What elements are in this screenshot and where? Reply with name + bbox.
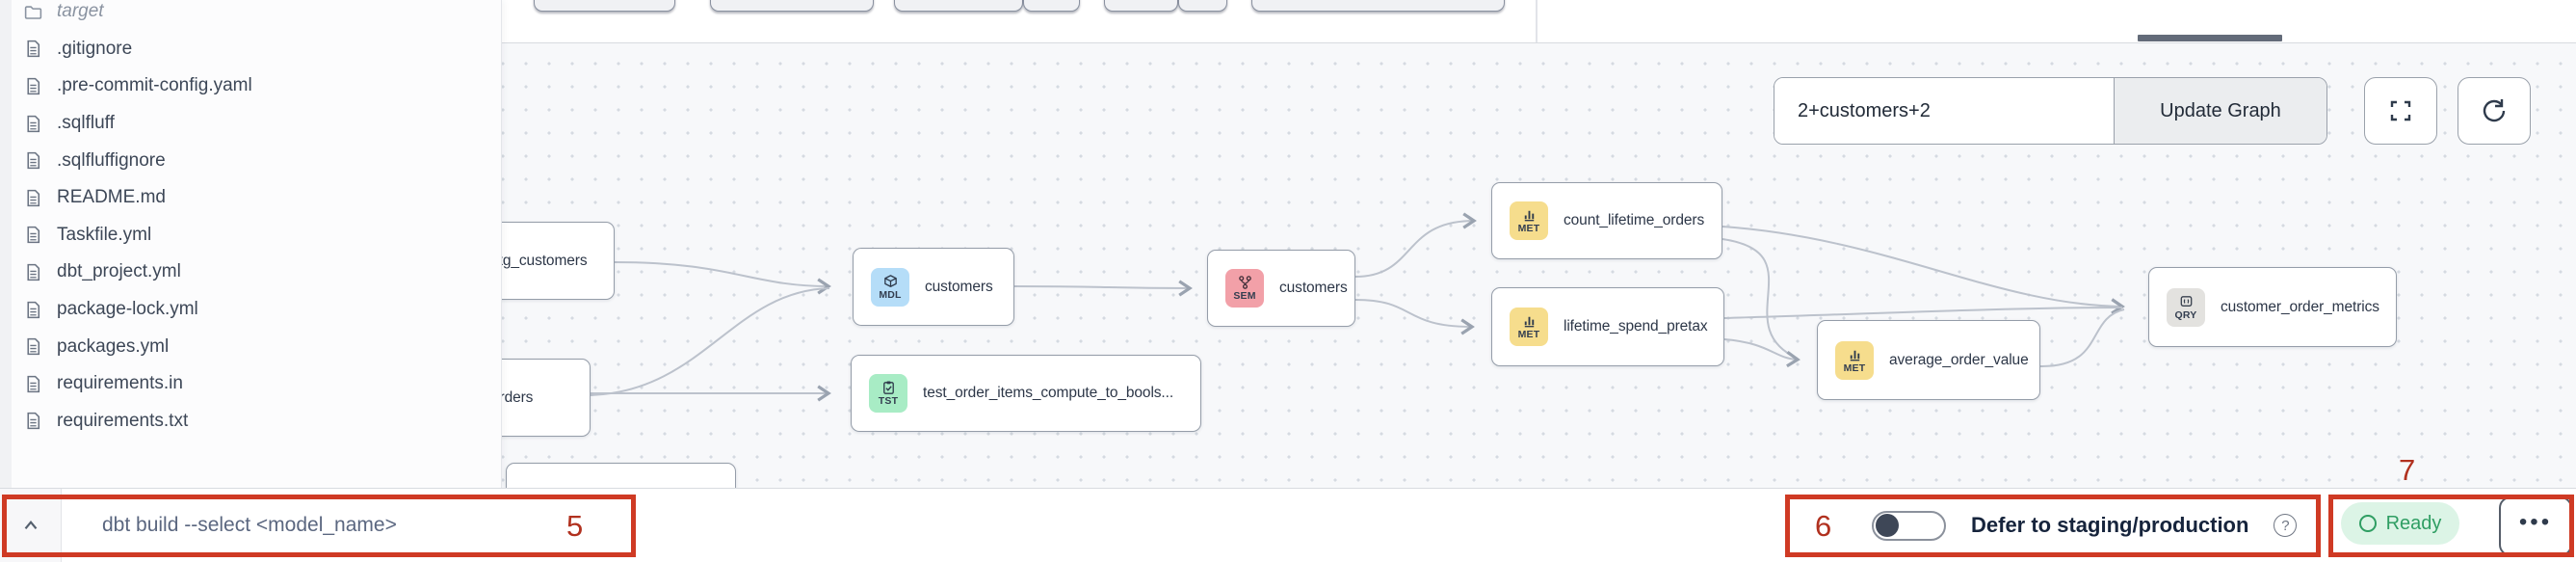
- node-label: customers: [1279, 280, 1348, 296]
- node-label: stg_customers: [491, 252, 588, 269]
- semantic-icon: SEM: [1225, 269, 1264, 308]
- file-icon: [27, 337, 40, 356]
- file-icon: [27, 152, 40, 170]
- defer-label: Defer to staging/production: [1971, 513, 2249, 537]
- command-bar: dbt build --select <model_name> Defer to…: [0, 488, 2576, 562]
- fullscreen-icon: [2390, 100, 2411, 121]
- node-label: test_order_items_compute_to_bools...: [923, 385, 1174, 401]
- metric-icon: MET: [1510, 308, 1548, 346]
- file-icon: [27, 375, 40, 392]
- file-row[interactable]: Taskfile.yml: [12, 217, 501, 254]
- toolbar-button-cut[interactable]: [1178, 0, 1227, 12]
- node-label: average_order_value: [1889, 351, 2029, 368]
- chevron-up-icon: [24, 520, 37, 530]
- file-row[interactable]: package-lock.yml: [12, 291, 501, 329]
- defer-control: Defer to staging/production ?: [1872, 489, 2298, 562]
- file-icon: [27, 413, 40, 430]
- test-icon: TST: [869, 374, 907, 413]
- file-icon: [27, 115, 40, 132]
- node-customers-model[interactable]: MDL customers: [853, 248, 1014, 326]
- sidebar-gutter: [0, 0, 12, 488]
- file-icon: [27, 40, 40, 58]
- node-test-order-items[interactable]: TST test_order_items_compute_to_bools...: [851, 355, 1201, 432]
- file-icon: [27, 263, 40, 281]
- file-icon: [27, 77, 40, 95]
- fullscreen-button[interactable]: [2364, 77, 2437, 145]
- file-icon: [27, 301, 40, 318]
- update-graph-button[interactable]: Update Graph: [2114, 78, 2326, 144]
- overflow-menu-button[interactable]: •••: [2499, 496, 2572, 556]
- folder-icon: [24, 6, 42, 19]
- refresh-button[interactable]: [2458, 77, 2531, 145]
- file-row[interactable]: .sqlfluffignore: [12, 142, 501, 179]
- metric-icon: MET: [1510, 201, 1548, 240]
- node-label: count_lifetime_orders: [1564, 212, 1705, 228]
- file-row[interactable]: README.md: [12, 179, 501, 217]
- file-list: target .gitignore .pre-commit-config.yam…: [12, 0, 501, 440]
- file-icon: [27, 227, 40, 244]
- node-average-order-value[interactable]: MET average_order_value: [1817, 320, 2040, 400]
- file-row[interactable]: .pre-commit-config.yaml: [12, 67, 501, 105]
- file-row[interactable]: .gitignore: [12, 31, 501, 68]
- graph-selector-value: 2+customers+2: [1798, 99, 1931, 121]
- node-label: customer_order_metrics: [2221, 298, 2379, 315]
- file-icon: [27, 189, 40, 206]
- file-explorer-panel: target .gitignore .pre-commit-config.yam…: [0, 0, 502, 488]
- graph-selector-input[interactable]: 2+customers+2: [1774, 78, 2114, 144]
- active-tab-indicator: [2138, 35, 2282, 41]
- toolbar-button-cut[interactable]: [894, 0, 1023, 12]
- node-label: lifetime_spend_pretax: [1564, 318, 1708, 335]
- file-row[interactable]: .sqlfluff: [12, 105, 501, 143]
- model-icon: MDL: [871, 267, 909, 307]
- ellipsis-icon: •••: [2518, 509, 2553, 535]
- query-icon: QRY: [2167, 287, 2205, 327]
- file-row[interactable]: dbt_project.yml: [12, 254, 501, 291]
- status-circle-icon: [2358, 515, 2377, 532]
- toolbar-button-cut[interactable]: [1023, 0, 1080, 12]
- defer-toggle[interactable]: [1872, 510, 1946, 541]
- node-count-lifetime-orders[interactable]: MET count_lifetime_orders: [1491, 182, 1722, 259]
- help-icon[interactable]: ?: [2274, 514, 2298, 537]
- toggle-knob: [1876, 514, 1899, 537]
- expand-command-panel-button[interactable]: [0, 489, 62, 562]
- header-divider: [1536, 0, 1538, 42]
- refresh-icon: [2483, 99, 2506, 122]
- toolbar-button-cut[interactable]: [710, 0, 874, 12]
- graph-selector-group: 2+customers+2 Update Graph: [1774, 77, 2327, 145]
- node-label: customers: [925, 278, 993, 295]
- file-row[interactable]: requirements.txt: [12, 403, 501, 441]
- file-row[interactable]: packages.yml: [12, 328, 501, 365]
- file-row-target[interactable]: target: [12, 0, 501, 31]
- node-customer-order-metrics[interactable]: QRY customer_order_metrics: [2148, 267, 2397, 347]
- node-lifetime-spend-pretax[interactable]: MET lifetime_spend_pretax: [1491, 287, 1724, 366]
- command-input[interactable]: dbt build --select <model_name>: [102, 514, 397, 536]
- file-row[interactable]: requirements.in: [12, 365, 501, 403]
- toolbar-button-cut[interactable]: [534, 0, 675, 12]
- toolbar-button-cut[interactable]: [1104, 0, 1178, 12]
- toolbar-button-cut[interactable]: [1251, 0, 1505, 12]
- node-customers-semantic[interactable]: SEM customers: [1207, 250, 1355, 327]
- status-badge: Ready: [2341, 502, 2459, 545]
- metric-icon: MET: [1835, 340, 1874, 380]
